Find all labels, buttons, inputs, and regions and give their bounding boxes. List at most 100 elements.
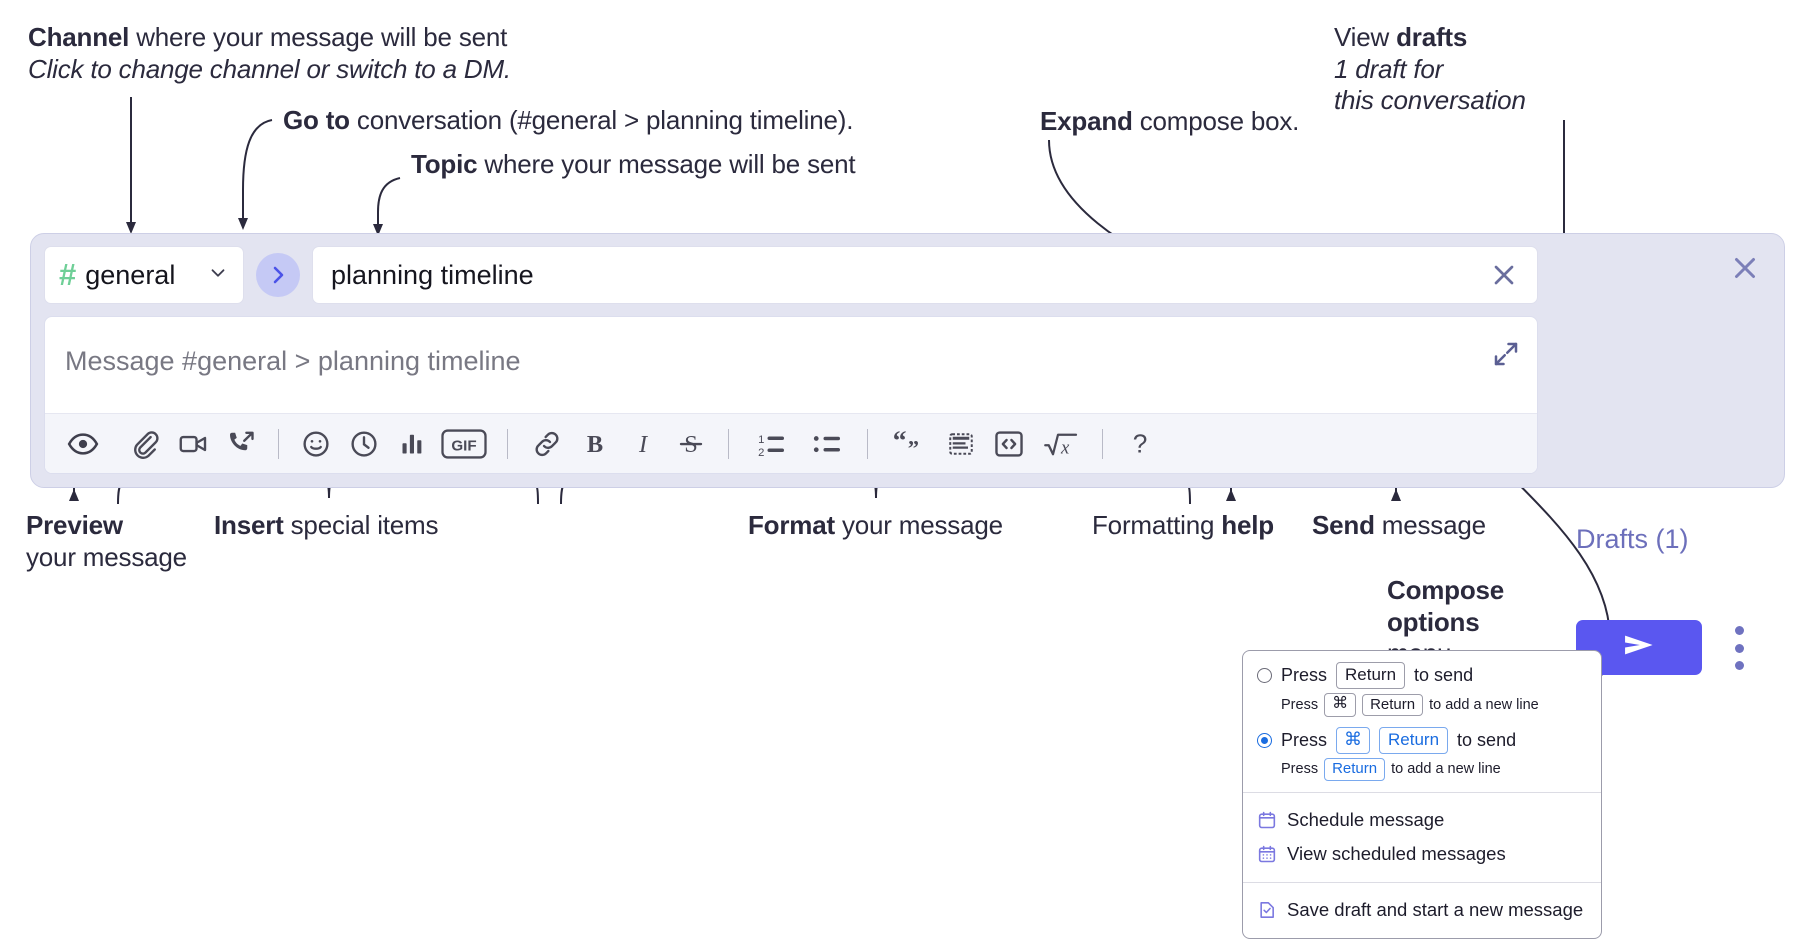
opt0-sub-post: to add a new line bbox=[1429, 696, 1539, 713]
key-return: Return bbox=[1336, 662, 1406, 690]
opt1-sub-pre: Press bbox=[1281, 761, 1319, 778]
send-option-row[interactable]: Press Return to send Press ⌘ Return to a… bbox=[1243, 661, 1601, 717]
annotation-formatting-help: Formatting help bbox=[1092, 510, 1274, 542]
radio-unselected-icon[interactable] bbox=[1257, 668, 1272, 684]
topic-input[interactable]: planning timeline bbox=[312, 246, 1538, 304]
annotation-channel-rest: where your message will be sent bbox=[129, 22, 508, 52]
send-option-sub: Press Return to add a new line bbox=[1243, 754, 1601, 781]
menu-item-view-scheduled-messages[interactable]: View scheduled messages bbox=[1243, 837, 1601, 871]
clock-reminder-icon[interactable] bbox=[340, 421, 388, 467]
formatting-help-icon[interactable]: ? bbox=[1116, 421, 1164, 467]
annotation-fh-bold: help bbox=[1221, 510, 1274, 540]
menu-item-schedule-message[interactable]: Schedule message bbox=[1243, 803, 1601, 837]
svg-text:?: ? bbox=[1133, 429, 1148, 458]
draft-section: Save draft and start a new message bbox=[1243, 881, 1601, 938]
svg-text:”: ” bbox=[908, 435, 919, 459]
svg-text:2: 2 bbox=[758, 446, 764, 458]
opt1-post: to send bbox=[1457, 729, 1517, 750]
chevron-down-icon bbox=[207, 262, 229, 288]
close-icon[interactable] bbox=[1487, 258, 1521, 292]
annotation-drafts-rest: View bbox=[1334, 22, 1397, 52]
expand-compose-button[interactable] bbox=[1491, 339, 1521, 369]
annotation-goto: Go to conversation (#general > planning … bbox=[283, 105, 853, 137]
kebab-dot bbox=[1734, 643, 1744, 653]
annotation-preview-bold: Preview bbox=[26, 510, 123, 540]
attach-paperclip-icon[interactable] bbox=[121, 421, 169, 467]
radio-selected-icon[interactable] bbox=[1257, 732, 1272, 748]
annotation-expand: Expand compose box. bbox=[1040, 106, 1299, 138]
annotation-co-bold2: options bbox=[1387, 606, 1480, 637]
go-to-conversation-button[interactable] bbox=[256, 253, 300, 297]
save-draft-icon bbox=[1257, 900, 1277, 920]
annotation-topic-rest: where your message will be sent bbox=[477, 149, 856, 179]
opt1-sub-post: to add a new line bbox=[1391, 761, 1501, 778]
message-input-card[interactable]: Message #general > planning timeline bbox=[44, 316, 1538, 474]
code-icon[interactable] bbox=[985, 421, 1033, 467]
svg-text:B: B bbox=[587, 431, 603, 458]
menu-item-label: Save draft and start a new message bbox=[1287, 898, 1584, 920]
send-option-row[interactable]: Press ⌘ Return to send Press Return to a… bbox=[1243, 726, 1601, 781]
annotation-send: Send message bbox=[1312, 510, 1486, 542]
key-return: Return bbox=[1362, 693, 1424, 717]
spoiler-icon[interactable] bbox=[937, 421, 985, 467]
menu-item-save-draft[interactable]: Save draft and start a new message bbox=[1243, 893, 1601, 927]
annotation-send-rest: message bbox=[1374, 510, 1486, 540]
menu-item-label: Schedule message bbox=[1287, 808, 1445, 830]
phone-call-icon[interactable] bbox=[217, 421, 265, 467]
gif-icon[interactable]: GIF bbox=[436, 421, 492, 467]
hash-icon: # bbox=[59, 256, 77, 292]
annotation-insert: Insert special items bbox=[214, 510, 439, 542]
annotation-topic-bold: Topic bbox=[411, 149, 478, 179]
annotation-topic: Topic where your message will be sent bbox=[411, 149, 856, 181]
strikethrough-icon[interactable]: S bbox=[667, 421, 715, 467]
italic-icon[interactable]: I bbox=[619, 421, 667, 467]
send-option-main[interactable]: Press ⌘ Return to send bbox=[1243, 726, 1601, 754]
math-latex-icon[interactable]: x bbox=[1033, 421, 1089, 467]
compose-box: # general planning timeline bbox=[30, 233, 1785, 675]
compose-options-menu: Press Return to send Press ⌘ Return to a… bbox=[1242, 650, 1602, 939]
blockquote-icon[interactable]: “ ” bbox=[881, 421, 937, 467]
link-icon[interactable] bbox=[523, 421, 571, 467]
annotation-channel-bold: Channel bbox=[28, 22, 130, 52]
opt1-pre: Press bbox=[1281, 729, 1328, 750]
svg-text:I: I bbox=[638, 431, 649, 458]
channel-name-label: general bbox=[85, 259, 176, 290]
key-command: ⌘ bbox=[1336, 727, 1371, 754]
bulleted-list-icon[interactable] bbox=[798, 421, 854, 467]
annotation-co-bold1: Compose bbox=[1387, 575, 1505, 605]
calendar-schedule-icon bbox=[1257, 810, 1277, 830]
key-command: ⌘ bbox=[1324, 693, 1357, 717]
poll-bars-icon[interactable] bbox=[388, 421, 436, 467]
toolbar-divider bbox=[728, 428, 729, 459]
preview-icon[interactable] bbox=[59, 421, 107, 467]
video-camera-icon[interactable] bbox=[169, 421, 217, 467]
kebab-dot bbox=[1734, 661, 1744, 670]
ordered-list-icon[interactable]: 1 2 bbox=[742, 421, 798, 467]
annotation-insert-rest: special items bbox=[283, 510, 439, 540]
key-return: Return bbox=[1324, 757, 1386, 781]
annotation-format: Format your message bbox=[748, 510, 1003, 542]
emoji-smiley-icon[interactable] bbox=[292, 421, 340, 467]
annotation-send-bold: Send bbox=[1312, 510, 1375, 540]
opt0-sub-pre: Press bbox=[1281, 696, 1319, 713]
more-vertical-icon[interactable] bbox=[1728, 626, 1750, 670]
annotation-preview-line2: your message bbox=[26, 541, 187, 572]
compose-inner: # general planning timeline bbox=[44, 246, 1538, 476]
send-option-main[interactable]: Press Return to send bbox=[1243, 661, 1601, 690]
annotation-channel-italic: Click to change channel or switch to a D… bbox=[28, 53, 511, 84]
message-placeholder: Message #general > planning timeline bbox=[65, 346, 521, 376]
close-compose-button[interactable] bbox=[1728, 251, 1762, 285]
drafts-link[interactable]: Drafts (1) bbox=[1576, 524, 1689, 554]
channel-selector[interactable]: # general bbox=[44, 246, 244, 304]
opt0-pre: Press bbox=[1281, 665, 1328, 686]
calendar-grid-icon bbox=[1257, 844, 1277, 864]
key-return: Return bbox=[1379, 726, 1449, 754]
annotation-drafts-italic2: this conversation bbox=[1334, 85, 1526, 116]
svg-text:“: “ bbox=[893, 429, 907, 456]
bold-icon[interactable]: B bbox=[571, 421, 619, 467]
annotation-format-rest: your message bbox=[834, 510, 1003, 540]
annotation-expand-bold: Expand bbox=[1040, 106, 1133, 136]
option-spacer bbox=[1243, 717, 1601, 726]
toolbar-divider bbox=[507, 428, 508, 459]
